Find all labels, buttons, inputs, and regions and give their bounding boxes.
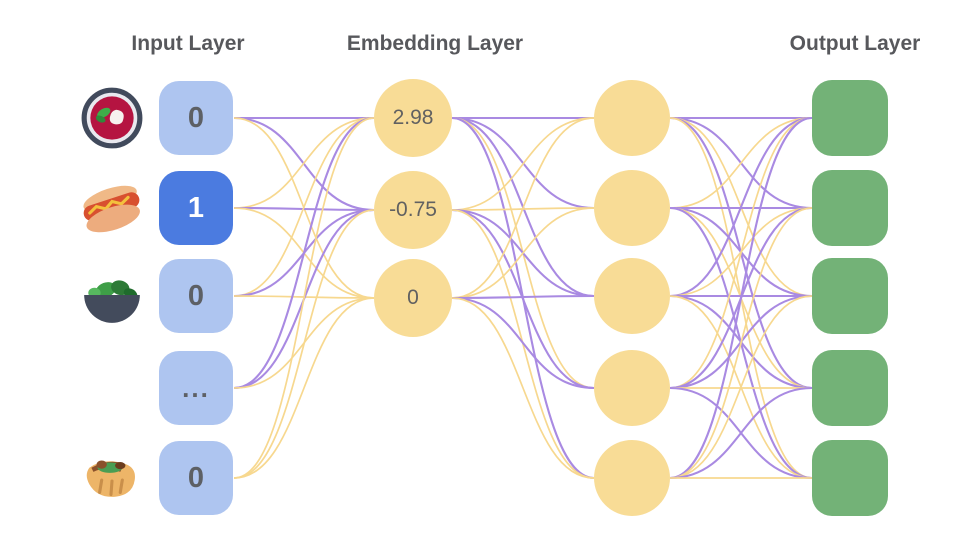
hidden-node-5 <box>594 440 670 516</box>
edge-yellow <box>669 295 813 479</box>
embedding-node-1: 2.98 <box>374 79 452 157</box>
edge-purple <box>669 386 813 480</box>
edge-yellow <box>233 297 375 479</box>
output-node-2 <box>812 170 888 246</box>
output-node-5 <box>812 440 888 516</box>
edge-yellow <box>451 297 595 479</box>
edge-yellow <box>451 117 595 211</box>
soup-bowl-icon <box>79 85 145 151</box>
hidden-node-2 <box>594 170 670 246</box>
edge-purple <box>233 116 375 390</box>
input-node-5: 0 <box>159 441 233 515</box>
edge-purple <box>669 116 813 480</box>
input-node-2: 1 <box>159 171 233 245</box>
edge-purple <box>451 294 595 300</box>
hot-dog-icon <box>79 175 145 241</box>
edge-yellow <box>233 117 375 209</box>
input-layer-title: Input Layer <box>131 32 245 55</box>
output-node-3 <box>812 258 888 334</box>
edge-yellow <box>233 117 375 479</box>
output-node-1 <box>812 80 888 156</box>
input-node-4: ... <box>159 351 233 425</box>
output-layer-title: Output Layer <box>789 32 921 55</box>
hidden-node-4 <box>594 350 670 426</box>
embedding-layer-title: Embedding Layer <box>346 32 524 55</box>
input-node-3: 0 <box>159 259 233 333</box>
embedding-node-2: -0.75 <box>374 171 452 249</box>
edge-yellow <box>451 207 595 299</box>
edge-yellow <box>233 117 375 297</box>
input-node-1: 0 <box>159 81 233 155</box>
hidden-node-1 <box>594 80 670 156</box>
stuffed-flatbread-icon <box>79 445 145 511</box>
output-node-4 <box>812 350 888 426</box>
hidden-node-3 <box>594 258 670 334</box>
edge-yellow <box>669 117 813 389</box>
edge-yellow <box>451 117 595 299</box>
edge-yellow <box>669 117 813 209</box>
edge-purple <box>451 208 595 390</box>
green-salad-icon <box>79 263 145 329</box>
edge-purple <box>669 116 813 298</box>
edge-yellow <box>233 209 375 479</box>
embedding-node-3: 0 <box>374 259 452 337</box>
edge-yellow <box>669 207 813 479</box>
edge-purple <box>451 296 595 390</box>
